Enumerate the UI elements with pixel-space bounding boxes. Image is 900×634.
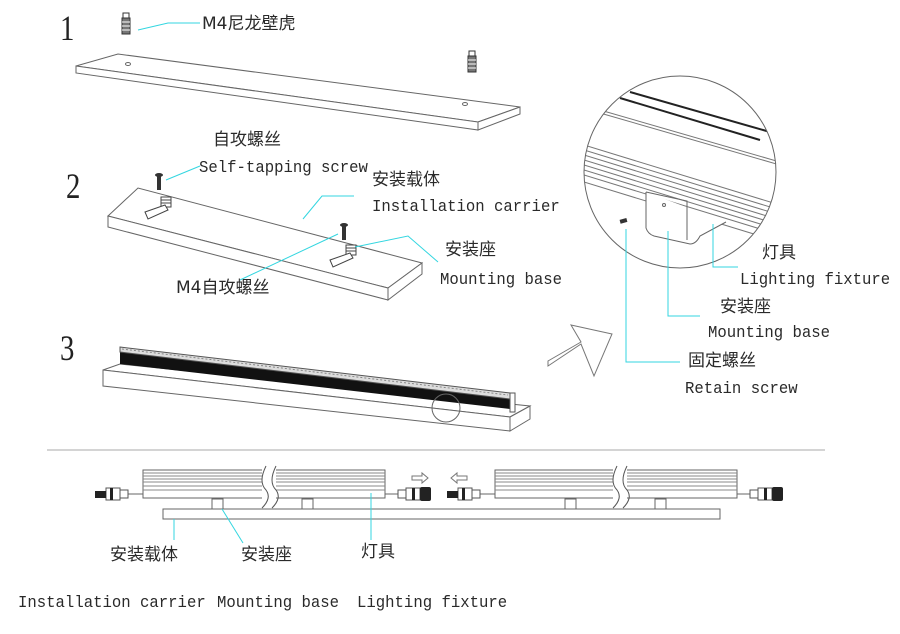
connector-male-icon [95,487,143,501]
leader-line [354,235,439,263]
label-bottom-carrier-cn: 安装载体 [110,545,178,565]
label-detail-base-en: Mounting base [708,324,831,343]
step-number-3: 3 [60,328,75,368]
detail-callout-circle [431,393,461,423]
label-bottom-fixture-en: Lighting fixture [357,594,508,613]
retain-screw-icon [619,218,628,224]
step-number-1: 1 [60,8,75,48]
leader-line [221,508,244,544]
leader-line [302,195,354,220]
leader-line [165,165,201,181]
label-self-tapping-screw-en: Self-tapping screw [199,159,368,178]
label-m4-self-tapping-screw: M4自攻螺丝 [176,278,270,298]
label-nylon-anchor: M4尼龙壁虎 [202,14,296,34]
leader-line [667,231,700,317]
step2-carrier-board [106,187,424,302]
step-number-2: 2 [66,166,81,206]
lighting-fixture-bar [119,346,516,413]
bottom-carrier-board [162,508,721,520]
leader-line [712,224,738,268]
connector-female-icon [385,487,431,501]
label-mounting-base-cn: 安装座 [445,240,496,260]
detail-magnified-view [584,91,776,245]
mounting-base-icon [329,244,357,268]
step1-carrier-board [75,53,521,131]
label-bottom-carrier-en: Installation carrier [18,594,206,613]
connector-male-icon [447,487,495,501]
wall-anchor-icon [121,12,131,35]
connector-female-icon [737,487,783,501]
leader-line [137,22,200,31]
label-detail-fixture-cn: 灯具 [762,243,796,263]
bottom-fixture-left [142,465,386,510]
label-self-tapping-screw-cn: 自攻螺丝 [213,130,281,150]
label-detail-fixture-en: Lighting fixture [740,271,891,290]
label-bottom-base-en: Mounting base [217,594,340,613]
arrow-right-icon [411,471,429,485]
leader-line [625,229,680,363]
wall-anchor-icon [467,50,477,73]
label-retain-screw-cn: 固定螺丝 [688,351,756,371]
label-mounting-base-en: Mounting base [440,271,563,290]
label-bottom-fixture-cn: 灯具 [361,542,395,562]
label-installation-carrier-en: Installation carrier [372,198,560,217]
label-bottom-base-cn: 安装座 [241,545,292,565]
label-retain-screw-en: Retain screw [685,380,798,399]
label-detail-base-cn: 安装座 [720,297,771,317]
arrow-icon [547,324,613,378]
arrow-left-icon [450,471,468,485]
self-tapping-screw-icon [155,173,163,190]
bottom-fixture-right [494,465,738,510]
step3-carrier-board [102,363,532,432]
label-installation-carrier-cn: 安装载体 [372,170,440,190]
self-tapping-screw-icon [340,223,348,240]
leader-line [239,233,339,281]
mounting-base-icon [144,196,172,220]
